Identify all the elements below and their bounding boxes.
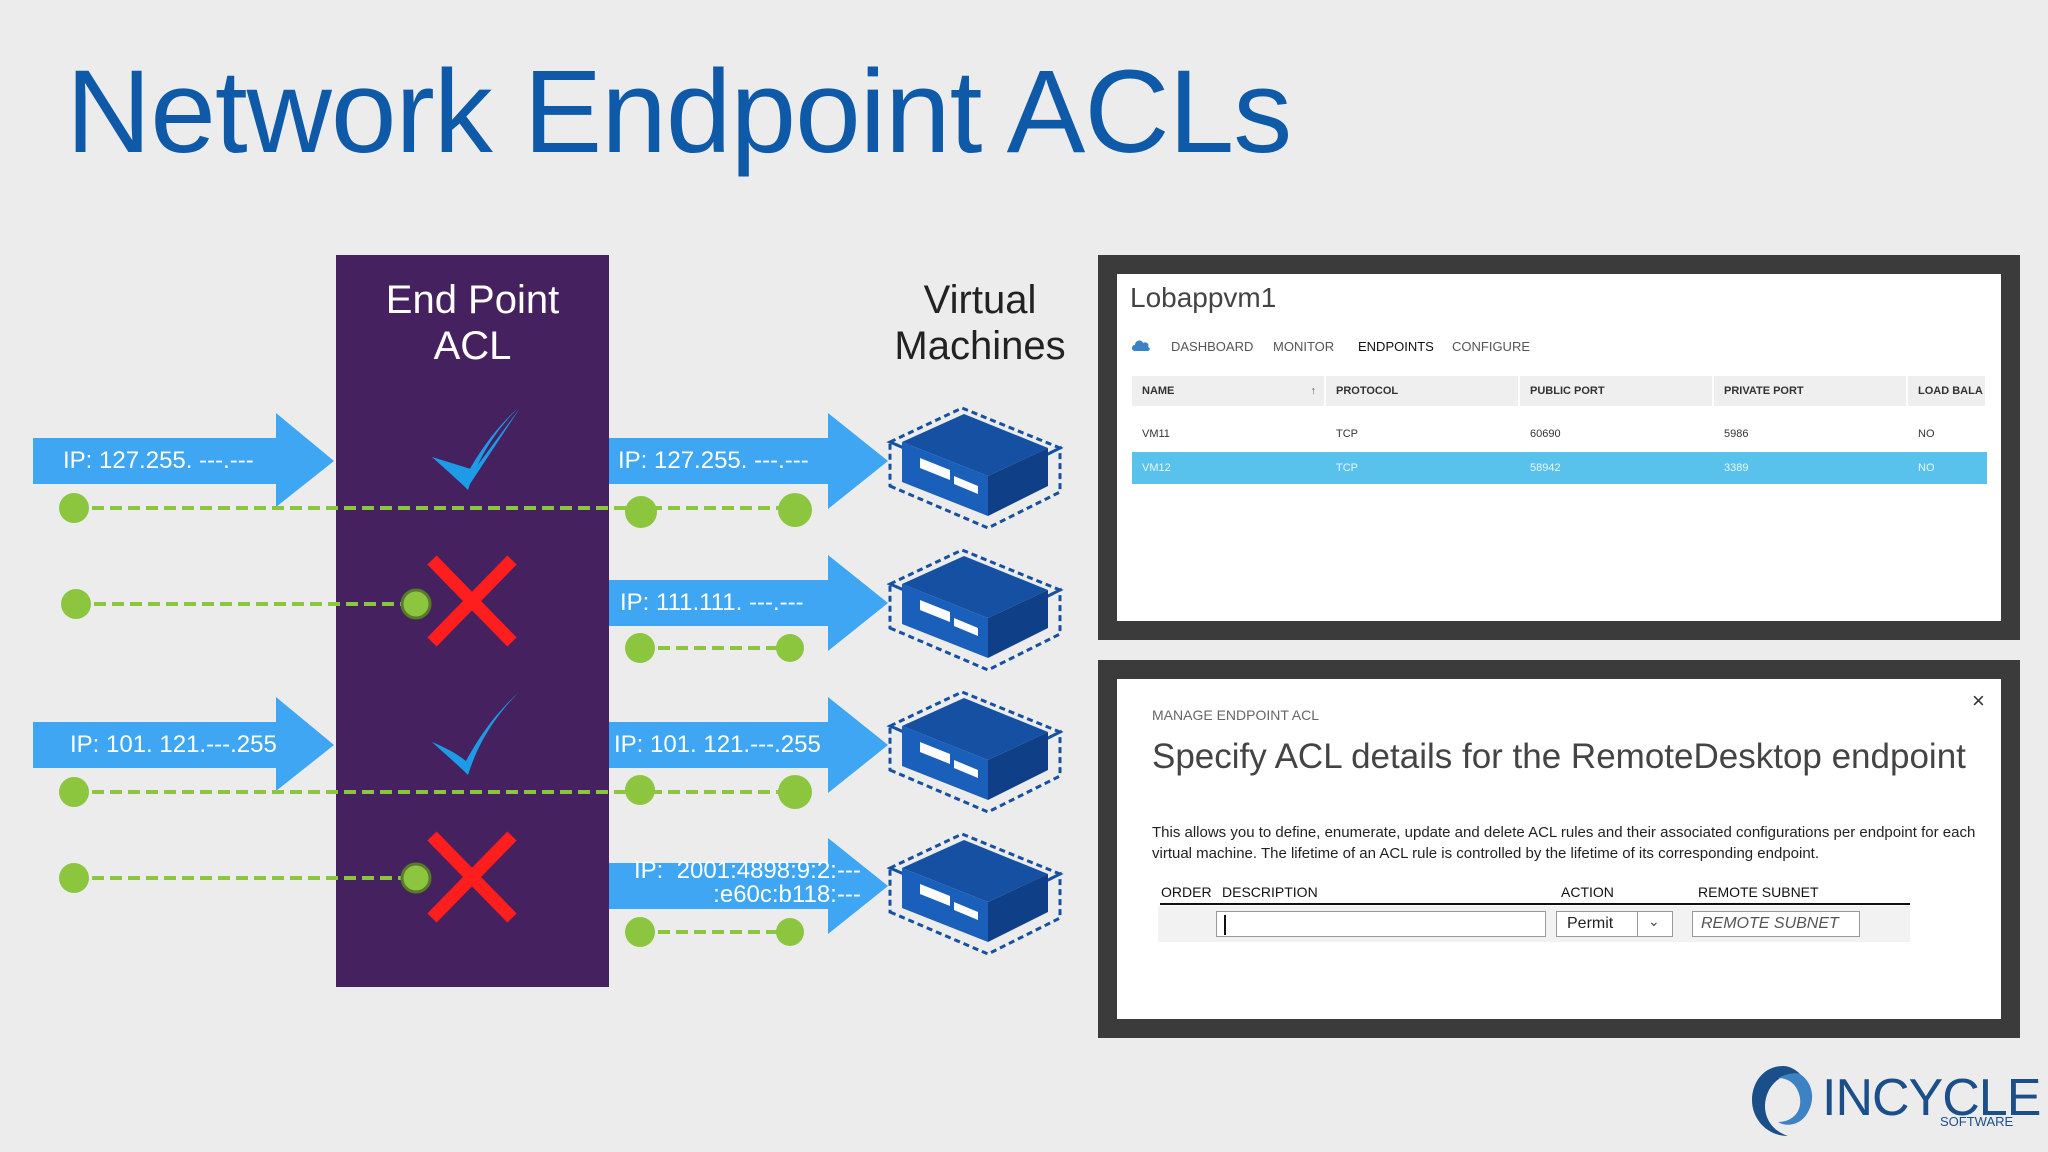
action-select[interactable]: Permit — [1556, 911, 1673, 937]
check-icon — [432, 691, 520, 775]
tab-monitor[interactable]: MONITOR — [1273, 339, 1335, 354]
incoming-ip-label-1: IP: 127.255. ---.--- — [63, 447, 254, 474]
column-header-description: DESCRIPTION — [1222, 884, 1318, 900]
blocked-dot-2 — [400, 588, 432, 620]
header-divider — [1160, 903, 1910, 905]
cloud-icon — [1132, 340, 1150, 351]
chevron-down-icon[interactable]: ⌄ — [1648, 913, 1660, 929]
server-icon — [888, 548, 1062, 672]
close-icon[interactable]: × — [1972, 688, 1985, 713]
incoming-ip-label-2: IP: 101. 121.---.255 — [70, 731, 277, 758]
hop-dot-2 — [625, 633, 655, 663]
source-dot-4 — [59, 863, 89, 893]
incycle-logo-tagline: SOFTWARE — [1940, 1114, 2014, 1129]
hop-dot-3 — [625, 775, 655, 805]
column-header-action: ACTION — [1561, 884, 1614, 900]
description-input[interactable] — [1216, 911, 1546, 937]
hop-dot-1 — [625, 496, 657, 528]
source-dot-3 — [59, 777, 89, 807]
cell-private-port: 5986 — [1724, 428, 1749, 440]
vm-ip-label-1: IP: 127.255. ---.--- — [618, 447, 809, 474]
cross-icon — [427, 555, 517, 647]
column-header-order: ORDER — [1161, 884, 1212, 900]
source-dot-2 — [61, 589, 91, 619]
vm-heading-text: Virtual Machines — [894, 278, 1066, 368]
column-header-load-balanced[interactable]: LOAD BALA — [1908, 376, 1987, 406]
server-icon — [888, 832, 1062, 956]
dest-dot-2 — [776, 634, 804, 662]
select-divider — [1637, 912, 1638, 936]
cell-protocol: TCP — [1336, 428, 1358, 440]
hop-dot-4 — [625, 917, 655, 947]
remote-subnet-input[interactable]: REMOTE SUBNET — [1692, 911, 1860, 937]
cell-public-port: 58942 — [1530, 462, 1561, 474]
acl-heading-text: End Point ACL — [385, 278, 560, 368]
vm-arrow-3 — [609, 697, 888, 793]
cell-load-balanced: NO — [1918, 428, 1935, 440]
tab-endpoints[interactable]: ENDPOINTS — [1358, 339, 1434, 354]
vm-heading: Virtual Machines — [880, 277, 1080, 369]
column-header-public-port[interactable]: PUBLIC PORT — [1520, 376, 1714, 406]
vm-ip-label-2: IP: 111.111. ---.--- — [620, 589, 804, 616]
incycle-logo-icon — [1752, 1066, 1813, 1136]
table-row-selected[interactable]: VM12 TCP 58942 3389 NO — [1132, 452, 1987, 484]
cell-name: VM12 — [1142, 462, 1171, 474]
acl-heading: End Point ACL — [336, 277, 609, 369]
column-header-private-port[interactable]: PRIVATE PORT — [1714, 376, 1908, 406]
endpoint-acl-column — [336, 255, 609, 987]
dialog-heading: Specify ACL details for the RemoteDeskto… — [1152, 737, 1966, 776]
dialog-description: This allows you to define, enumerate, up… — [1152, 824, 1976, 862]
text-caret — [1224, 915, 1226, 935]
column-header-remote-subnet: REMOTE SUBNET — [1698, 884, 1819, 900]
table-row[interactable]: VM11 TCP 60690 5986 NO — [1132, 418, 1987, 450]
incycle-logo-text: INCYCLE — [1822, 1069, 2041, 1127]
tab-configure[interactable]: CONFIGURE — [1452, 339, 1530, 354]
vm-arrow-1 — [609, 413, 888, 509]
slide-title: Network Endpoint ACLs — [66, 46, 1292, 178]
sort-arrow-icon: ↑ — [1310, 385, 1317, 397]
action-select-value: Permit — [1567, 915, 1614, 932]
incoming-arrow-2 — [33, 697, 334, 791]
vm-arrow-2 — [609, 555, 888, 651]
column-header-name[interactable]: NAME ↑ — [1132, 376, 1326, 406]
column-header-name-label: NAME — [1142, 385, 1175, 397]
manage-acl-dialog-body — [1117, 679, 2001, 1019]
dest-dot-4 — [776, 918, 804, 946]
cell-public-port: 60690 — [1530, 428, 1561, 440]
server-icon — [888, 690, 1062, 814]
dest-dot-3 — [778, 775, 812, 809]
cross-icon — [427, 831, 517, 923]
blocked-dot-4 — [400, 862, 432, 894]
tab-dashboard[interactable]: DASHBOARD — [1171, 339, 1254, 354]
column-header-protocol[interactable]: PROTOCOL — [1326, 376, 1520, 406]
vm-arrow-4 — [609, 838, 888, 934]
vm-name-title: Lobappvm1 — [1130, 282, 1277, 313]
vm-endpoints-panel-body — [1117, 274, 2001, 621]
vm-ip-label-3: IP: 101. 121.---.255 — [614, 731, 821, 758]
dialog-small-title: MANAGE ENDPOINT ACL — [1152, 707, 1320, 723]
check-icon — [432, 406, 520, 490]
remote-subnet-placeholder: REMOTE SUBNET — [1701, 915, 1839, 932]
vm-ip-label-4: IP: 2001:4898:9:2:--- :e60c:b118:--- — [634, 857, 861, 908]
cell-private-port: 3389 — [1724, 462, 1749, 474]
server-icon — [888, 406, 1062, 530]
source-dot-1 — [59, 493, 89, 523]
cell-load-balanced: NO — [1918, 462, 1935, 474]
cell-protocol: TCP — [1336, 462, 1358, 474]
dest-dot-1 — [778, 493, 812, 527]
incoming-arrow-1 — [33, 413, 334, 507]
cell-name: VM11 — [1142, 428, 1170, 440]
